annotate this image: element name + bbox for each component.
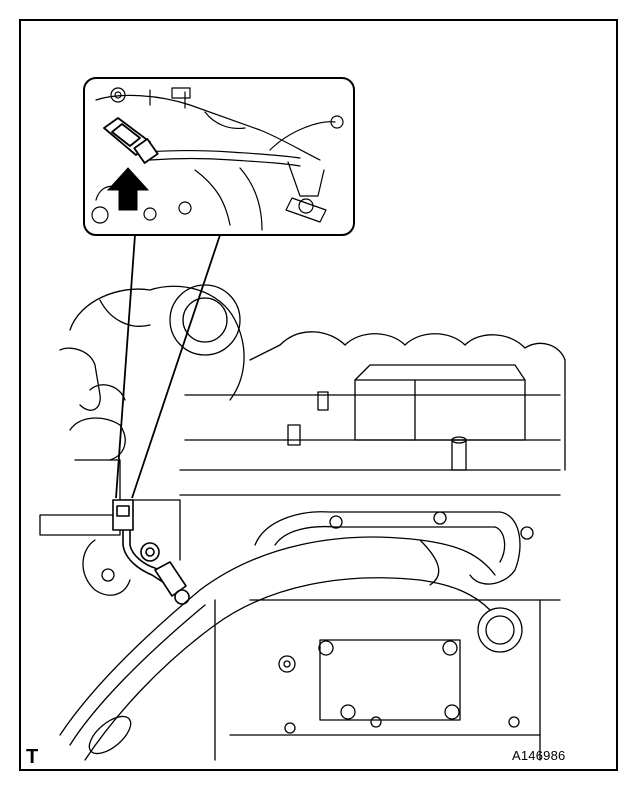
detail-callout [83, 77, 355, 236]
arrow-up-icon [106, 167, 150, 211]
figure-frame [19, 19, 618, 771]
corner-mark: T [26, 746, 39, 768]
figure-id: A146986 [512, 748, 566, 763]
engine-body [39, 284, 566, 761]
callout-leader [115, 234, 221, 499]
sensor-connector [112, 499, 190, 605]
